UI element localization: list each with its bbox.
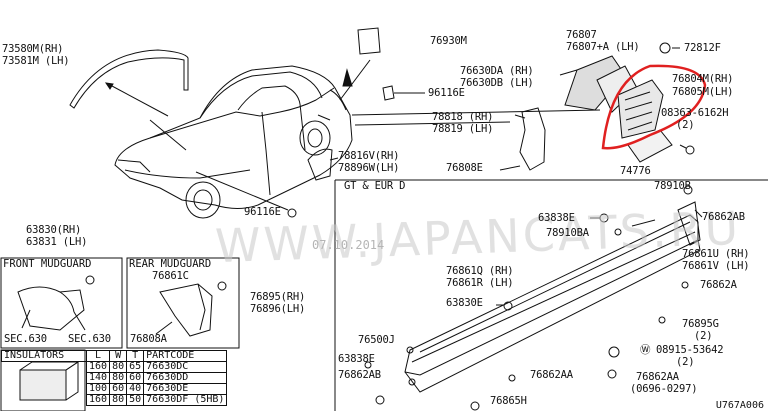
label-76895: 76895(RH) bbox=[250, 291, 306, 303]
front-sec-right: SEC.630 bbox=[68, 333, 111, 345]
label-76862aa-date: (0696-0297) bbox=[630, 383, 698, 395]
label-08915: 08915-53642 bbox=[656, 344, 724, 356]
label-76807a: 76807+A (LH) bbox=[566, 41, 640, 53]
label-63838e-top: 63838E bbox=[538, 212, 575, 224]
sub-boxes bbox=[0, 257, 240, 349]
front-sec-left: SEC.630 bbox=[4, 333, 47, 345]
diagram-reference: U767A006 bbox=[715, 400, 764, 411]
label-73581m: 73581M (LH) bbox=[2, 55, 70, 67]
table-row: 160 80 65 76630DC bbox=[2, 361, 228, 373]
label-63830e: 63830E bbox=[446, 297, 483, 309]
cell: 160 bbox=[85, 361, 111, 373]
cell: 60 bbox=[109, 383, 128, 395]
cell: 76630DF (5HB) bbox=[143, 394, 228, 406]
label-76861v: 76861V (LH) bbox=[682, 260, 750, 272]
insulators-table: INSULATORS L W T PARTCODE 160 80 65 7663… bbox=[1, 350, 228, 406]
cell: 80 bbox=[109, 372, 128, 384]
cell: 50 bbox=[126, 394, 145, 406]
label-63831: 63831 (LH) bbox=[26, 236, 88, 248]
fuel-lid bbox=[342, 27, 381, 87]
gt-eur-title: GT & EUR D bbox=[344, 180, 406, 192]
label-08363: 08363-6162H bbox=[661, 107, 729, 119]
label-76862aa-mid: 76862AA bbox=[530, 369, 573, 381]
label-76630db: 76630DB (LH) bbox=[460, 77, 534, 89]
label-73580m: 73580M(RH) bbox=[2, 43, 64, 55]
sill-fasteners bbox=[364, 185, 703, 411]
insulators-header-row: INSULATORS L W T PARTCODE bbox=[1, 350, 228, 362]
label-76805m: 76805M(LH) bbox=[672, 86, 734, 98]
cell: 76630DC bbox=[143, 361, 228, 373]
front-mudguard-title: FRONT MUDGUARD bbox=[3, 258, 92, 270]
col-l: L bbox=[85, 350, 111, 362]
label-78816v: 78816V(RH) bbox=[338, 150, 400, 162]
fasteners bbox=[287, 42, 695, 218]
label-76808a: 76808A bbox=[130, 333, 167, 345]
label-76804m: 76804M(RH) bbox=[672, 73, 734, 85]
rear-mudguard-drawing bbox=[155, 281, 227, 337]
car-mudguard bbox=[307, 148, 339, 181]
cell: 76630DE bbox=[143, 383, 228, 395]
label-78896w: 78896W(LH) bbox=[338, 162, 400, 174]
table-row: 160 80 50 76630DF (5HB) bbox=[2, 394, 228, 406]
label-76808e: 76808E bbox=[446, 162, 483, 174]
label-76807: 76807 bbox=[566, 29, 597, 41]
label-76861u: 76861U (RH) bbox=[682, 248, 750, 260]
label-96116e-top: 96116E bbox=[428, 87, 465, 99]
label-78910b: 78910B bbox=[654, 180, 691, 192]
label-76862a: 76862A bbox=[700, 279, 737, 291]
gt-eur-frame bbox=[334, 179, 768, 411]
car-body bbox=[114, 65, 353, 219]
washer-symbol: Ⓦ bbox=[640, 344, 651, 356]
roof-molding bbox=[69, 49, 189, 117]
cell: 65 bbox=[126, 361, 145, 373]
cell: 40 bbox=[126, 383, 145, 395]
col-w: W bbox=[109, 350, 128, 362]
label-76895g: 76895G bbox=[682, 318, 719, 330]
cell: 80 bbox=[109, 394, 128, 406]
cell: 60 bbox=[126, 372, 145, 384]
clip-top bbox=[382, 85, 425, 101]
label-78910ba: 78910BA bbox=[546, 227, 589, 239]
insulators-title: INSULATORS bbox=[1, 350, 87, 362]
label-96116e-bottom: 96116E bbox=[244, 206, 281, 218]
col-t: T bbox=[126, 350, 145, 362]
cell: 160 bbox=[85, 394, 111, 406]
cell: 100 bbox=[85, 383, 111, 395]
label-76861c: 76861C bbox=[152, 270, 189, 282]
rear-mudguard-title: REAR MUDGUARD bbox=[129, 258, 212, 270]
label-76500j: 76500J bbox=[358, 334, 395, 346]
watermark-date: 07.10.2014 bbox=[312, 238, 385, 252]
label-76930m: 76930M bbox=[430, 35, 467, 47]
label-72812f: 72812F bbox=[684, 42, 721, 54]
label-76862ab-left: 76862AB bbox=[338, 369, 381, 381]
label-76896: 76896(LH) bbox=[250, 303, 306, 315]
bracket-assembly bbox=[601, 64, 707, 163]
cell: 76630DD bbox=[143, 372, 228, 384]
label-74776: 74776 bbox=[620, 165, 651, 177]
label-78818: 78818 (RH) bbox=[432, 111, 494, 123]
label-63830: 63830(RH) bbox=[26, 224, 82, 236]
splash-guard bbox=[499, 107, 546, 171]
label-76862aa-right: 76862AA bbox=[636, 371, 679, 383]
label-76865h: 76865H bbox=[490, 395, 527, 407]
label-76895g-qty: (2) bbox=[694, 330, 713, 342]
side-sill-molding bbox=[404, 201, 701, 393]
front-mudguard-drawing bbox=[17, 275, 95, 331]
table-row: 100 60 40 76630DE bbox=[2, 383, 228, 395]
insulator-panel bbox=[559, 55, 638, 113]
label-76861q: 76861Q (RH) bbox=[446, 265, 514, 277]
label-76630da: 76630DA (RH) bbox=[460, 65, 534, 77]
insulator-block bbox=[0, 349, 86, 411]
label-08915-qty: (2) bbox=[676, 356, 695, 368]
label-76862ab-right: 76862AB bbox=[702, 211, 745, 223]
label-08363-qty: (2) bbox=[676, 119, 695, 131]
leader-lines bbox=[149, 59, 601, 211]
label-78819: 78819 (LH) bbox=[432, 123, 494, 135]
label-76861r: 76861R (LH) bbox=[446, 277, 514, 289]
label-63838e-bottom: 63838E bbox=[338, 353, 375, 365]
col-partcode: PARTCODE bbox=[143, 350, 228, 362]
cell: 80 bbox=[109, 361, 128, 373]
cell: 140 bbox=[85, 372, 111, 384]
